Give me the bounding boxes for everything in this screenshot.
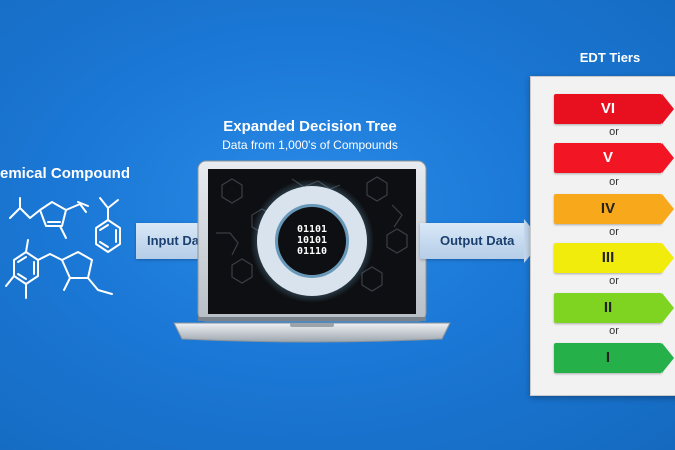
tier-v: V [554,143,674,173]
binary-line: 10101 [296,235,328,246]
decision-tree-title: Expanded Decision Tree [223,118,397,135]
tier-iii: III [554,243,674,273]
laptop-icon [173,160,451,343]
or-separator: or [609,325,619,337]
output-data-label: Output Data [440,233,515,248]
output-data-arrow: Output Data [420,219,542,263]
molecule-structure-icon [5,197,121,299]
binary-line: 01101 [296,224,328,235]
or-separator: or [609,126,619,138]
edt-tiers-title: EDT Tiers [579,50,641,65]
chemical-compound-title: Chemical Compound [0,165,131,182]
tier-iv: IV [554,194,674,224]
or-separator: or [609,176,619,188]
tier-vi: VI [554,94,674,124]
decision-tree-subtitle: Data from 1,000's of Compounds [222,138,398,152]
binary-data-block: 01101 10101 01110 [284,224,340,257]
edt-tiers-panel: VI or V or IV or III or II or I [530,76,675,396]
tier-i: I [554,343,674,373]
binary-line: 01110 [296,246,328,257]
or-separator: or [609,275,619,287]
tier-ii: II [554,293,674,323]
input-data-label: Input Data [147,233,211,248]
or-separator: or [609,226,619,238]
